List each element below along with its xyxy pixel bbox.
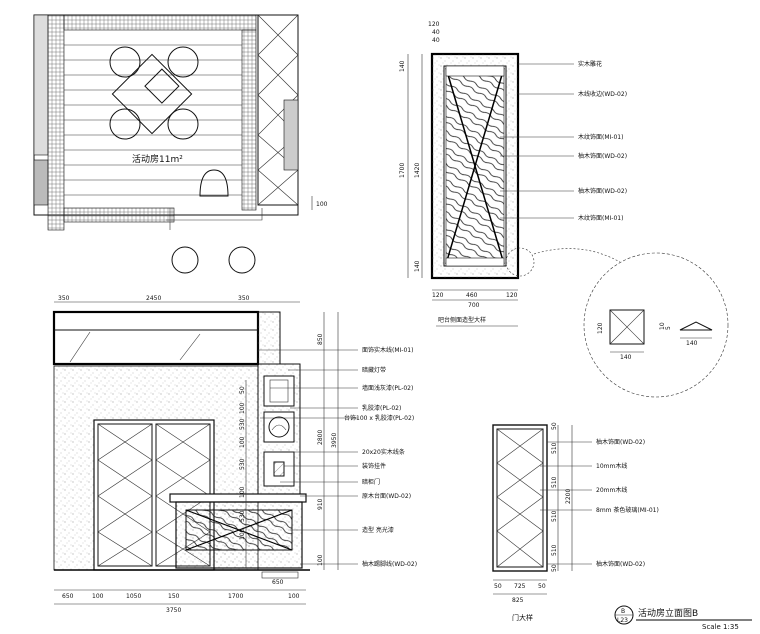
door-label-4: 柚木饰面(WD-02) <box>596 560 645 568</box>
scale-text: Scale 1:35 <box>702 623 739 631</box>
door-label-1: 10mm木线 <box>596 462 627 470</box>
elev-bottom-dim-4: 1700 <box>228 593 243 600</box>
elev-display-shelf <box>257 363 301 495</box>
panel-dim-bottom-1: 460 <box>466 292 478 299</box>
door-detail-title: 门大样 <box>512 613 533 622</box>
elev-small-dim-9: 100 <box>317 554 324 566</box>
elev-small-dim-4: 530 <box>239 458 246 470</box>
ref-letter: B <box>621 608 625 615</box>
circle-dim-3: 5 <box>665 326 672 330</box>
elev-small-dim-0: 50 <box>239 386 246 394</box>
circle-dim-0: 120 <box>597 322 604 334</box>
panel-dim-left-0: 140 <box>399 60 406 72</box>
door-dim-bottom-0: 50 <box>494 583 502 590</box>
panel-dim-bottom-0: 120 <box>432 292 444 299</box>
panel-label-1: 木线收边(WD-02) <box>578 90 627 98</box>
ref-sheet: L23 <box>617 617 628 624</box>
elev-label-8: 原木台面(WD-02) <box>362 492 411 500</box>
room-label: 活动房11m² <box>132 153 183 165</box>
circle-dim-2: 10 <box>659 322 666 330</box>
table-and-chairs <box>109 46 199 140</box>
plan-dim-100: 100 <box>316 201 328 208</box>
panel-label-2: 木纹饰面(MI-01) <box>578 133 623 141</box>
panel-dim-left-3: 140 <box>414 260 421 272</box>
panel-dim-top-2: 40 <box>432 37 440 44</box>
elev-right-dim-0: 850 <box>317 333 324 345</box>
elev-label-2: 墙面浅灰漆(PL-02) <box>362 384 413 392</box>
elev-dim-650-right: 650 <box>272 579 284 586</box>
elev-small-dim-6: 530 <box>239 510 246 522</box>
panel-label-4: 柚木饰面(WD-02) <box>578 187 627 195</box>
door-label-0: 柚木饰面(WD-02) <box>596 438 645 446</box>
elev-small-dim-7: 100 <box>239 528 246 540</box>
elev-label-10: 柚木踢脚线(WD-02) <box>362 560 417 568</box>
elev-bottom-dim-2: 1050 <box>126 593 141 600</box>
door-dim-right-1: 510 <box>551 442 558 454</box>
elev-label-3: 乳胶漆(PL-02) <box>362 404 401 412</box>
panel-detail-title: 吧台侧面造型大样 <box>438 316 486 324</box>
elevation-b: 350 2450 350 <box>52 295 417 614</box>
panel-dim-left-2: 1420 <box>414 163 421 178</box>
panel-label-5: 木纹饰面(MI-01) <box>578 214 623 222</box>
elev-top-dim-0: 350 <box>58 295 70 302</box>
door-dim-right-5: 510 <box>551 544 558 556</box>
elev-label-1: 暗藏灯带 <box>362 366 386 374</box>
panel-dim-bottom-2: 120 <box>506 292 518 299</box>
panel-dim-left-1: 1700 <box>399 163 406 178</box>
elev-bottom-dim-3: 150 <box>168 593 180 600</box>
door-dim-right-6: 50 <box>551 564 558 572</box>
elev-label-7: 暗柜门 <box>362 478 380 486</box>
door-dim-right-3: 2200 <box>565 489 572 504</box>
panel-dim-top-1: 40 <box>432 29 440 36</box>
elev-bar-counter <box>169 493 307 569</box>
elev-small-dim-3: 100 <box>239 436 246 448</box>
panel-dim-total: 700 <box>468 302 480 309</box>
elev-small-dim-8: 910 <box>317 498 324 510</box>
elev-label-5: 20x20实木线条 <box>362 448 405 456</box>
elev-right-dim-2: 3950 <box>331 433 338 448</box>
elev-label-4: 台饰100 x 乳胶漆(PL-02) <box>344 414 414 422</box>
elev-label-0: 面饰实木线(MI-01) <box>362 346 413 354</box>
elev-top-dim-2: 350 <box>238 295 250 302</box>
elev-bottom-dim-0: 650 <box>62 593 74 600</box>
door-dim-right-2: 510 <box>551 476 558 488</box>
elev-label-9: 造型 亮光漆 <box>362 526 394 534</box>
title-block: B L23 活动房立面图B Scale 1:35 <box>614 605 752 631</box>
elevation-title: 活动房立面图B <box>638 607 698 619</box>
floor-plan: 活动房11m² 100 <box>33 14 328 274</box>
panel-dim-top-0: 120 <box>428 21 440 28</box>
elev-right-dim-1: 2800 <box>317 430 324 445</box>
circle-detail: 120 140 140 10 5 <box>505 247 729 398</box>
panel-label-0: 实木雕花 <box>578 60 602 68</box>
circle-dim-1: 140 <box>620 354 632 361</box>
panel-label-3: 柚木饰面(WD-02) <box>578 152 627 160</box>
elev-small-dim-1: 100 <box>239 402 246 414</box>
bar-side-panel-detail: 140 1700 1420 140 120 40 40 120 460 120 … <box>399 21 627 327</box>
circle-dim-4: 140 <box>686 340 698 347</box>
door-detail: 50 510 510 2200 510 510 50 柚木饰面(WD-02) 1… <box>492 422 659 622</box>
door-dim-total: 825 <box>512 597 524 604</box>
elev-total-width: 3750 <box>166 607 181 614</box>
elev-small-dim-2: 530 <box>239 418 246 430</box>
door-label-2: 20mm木线 <box>596 486 627 494</box>
elev-top-dim-1: 2450 <box>146 295 161 302</box>
elev-bottom-dim-5: 100 <box>288 593 300 600</box>
door-label-3: 8mm 茶色玻璃(MI-01) <box>596 506 659 514</box>
door-dim-bottom-1: 725 <box>514 583 526 590</box>
door-dim-bottom-2: 50 <box>538 583 546 590</box>
door-dim-right-0: 50 <box>551 422 558 430</box>
door-dim-right-4: 510 <box>551 510 558 522</box>
elev-label-6: 装饰挂件 <box>362 462 386 470</box>
elev-small-dim-5: 100 <box>239 486 246 498</box>
elev-bottom-dim-1: 100 <box>92 593 104 600</box>
